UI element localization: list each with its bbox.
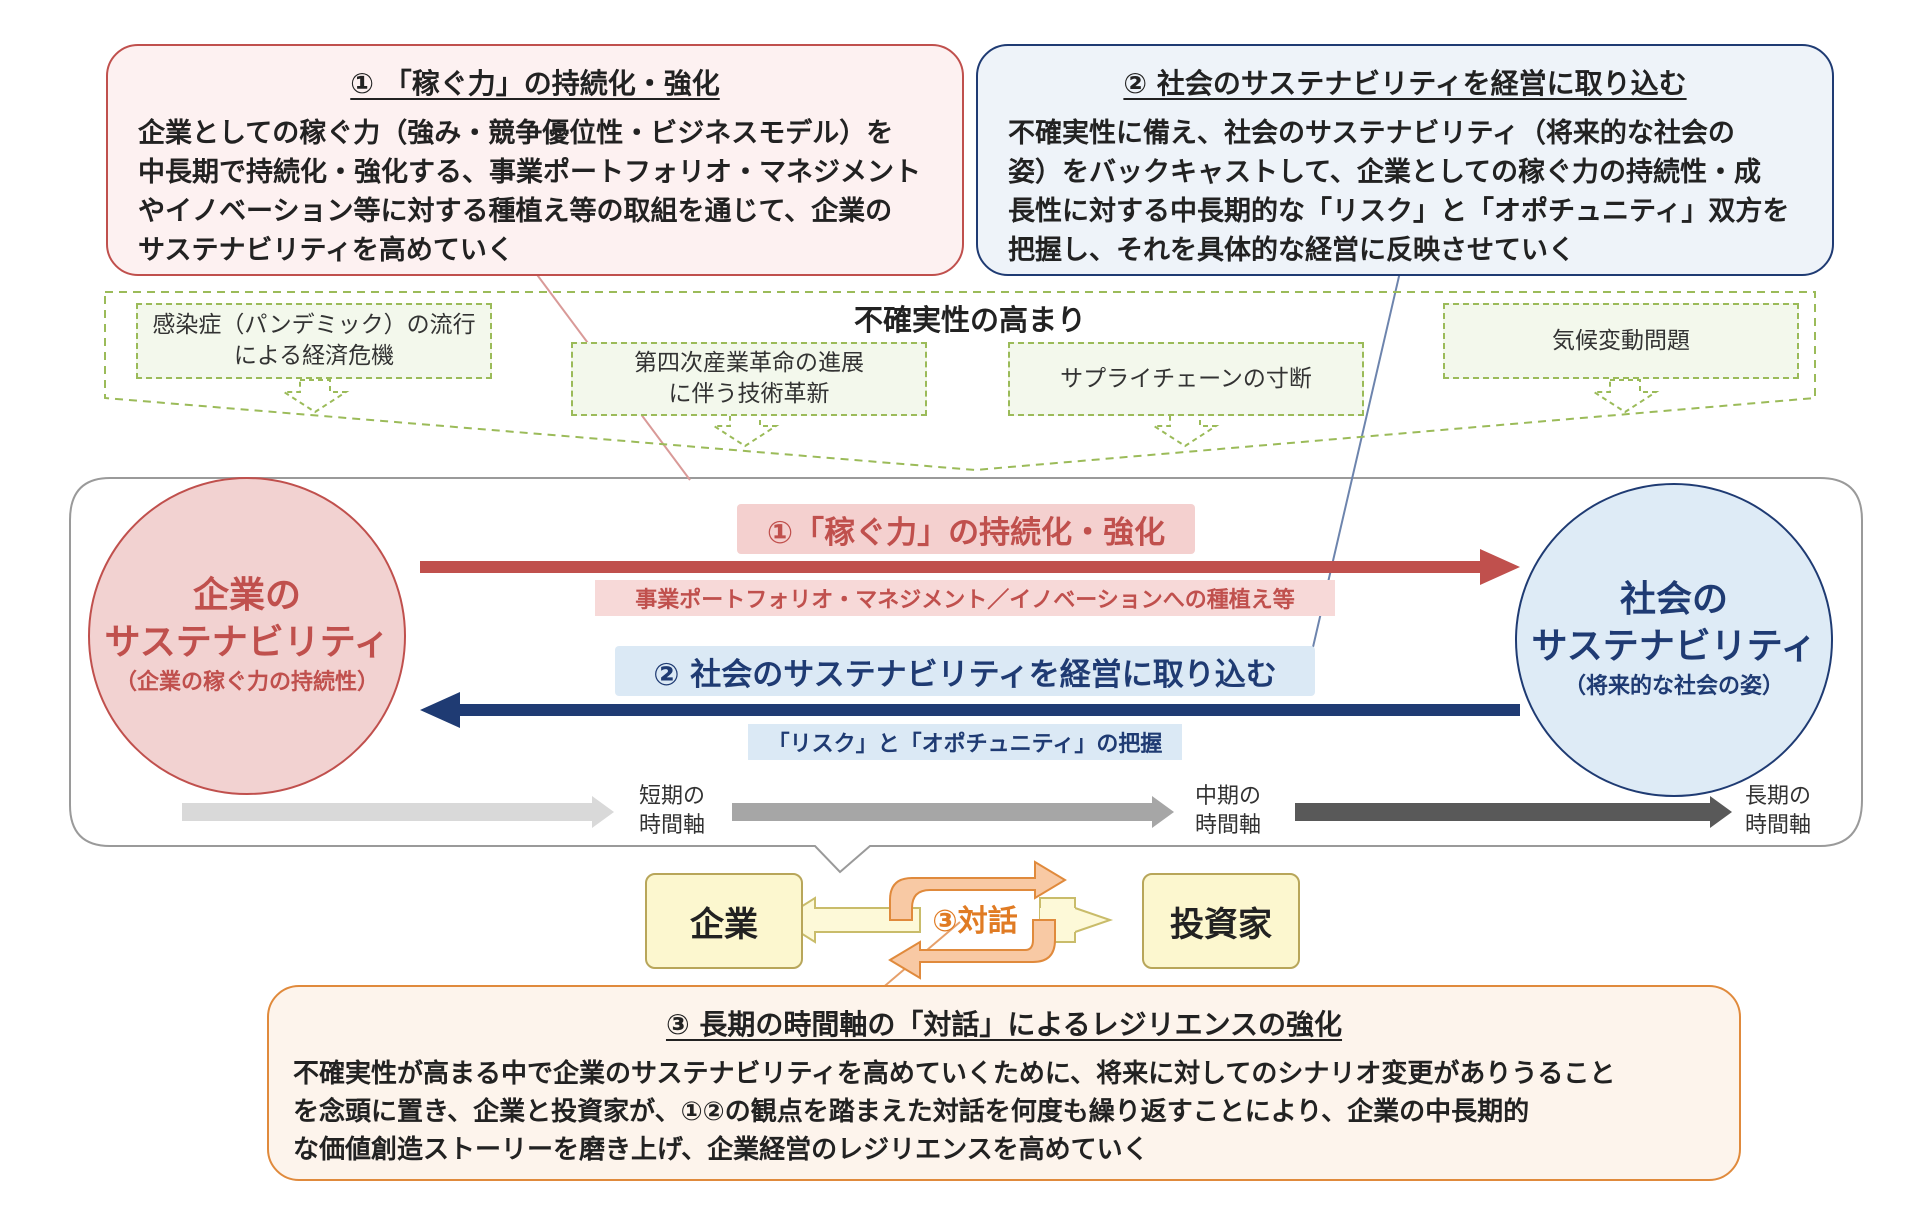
callout-social-sustainability-body: 不確実性に備え、社会のサステナビリティ（将来的な社会の 姿）をバックキャストして… bbox=[1008, 118, 1790, 266]
navy-arrow-shaft bbox=[455, 704, 1520, 716]
callout-dialogue-resilience-title: ③ 長期の時間軸の「対話」によるレジリエンスの強化 bbox=[665, 1008, 1343, 1041]
time-arrow-mid-shaft bbox=[732, 803, 1152, 821]
flow-social-label: ② 社会のサステナビリティを経営に取り込む bbox=[615, 646, 1315, 696]
company-circle-line2: サステナビリティ bbox=[104, 622, 390, 663]
callout-dialogue-resilience-body: 不確実性が高まる中で企業のサステナビリティを高めていくために、将来に対してのシナ… bbox=[293, 1059, 1616, 1165]
dialogue-cycle-arrow-bottom bbox=[888, 919, 1056, 980]
society-sustainability-circle: 社会の サステナビリティ （将来的な社会の姿） bbox=[1515, 483, 1833, 797]
navy-arrow-head bbox=[420, 692, 460, 728]
uncertainty-item-supply-chain: サプライチェーンの寸断 bbox=[1008, 342, 1364, 416]
company-sustainability-circle: 企業の サステナビリティ （企業の稼ぐ力の持続性） bbox=[88, 477, 406, 795]
timeline-long-label: 長期の時間軸 bbox=[1744, 784, 1811, 838]
callout-earning-power-title: ① 「稼ぐ力」の持続化・強化 bbox=[350, 67, 720, 100]
down-arrow-2 bbox=[710, 413, 780, 448]
society-circle-line1: 社会の bbox=[1619, 579, 1728, 620]
time-arrow-short-head bbox=[592, 796, 614, 828]
red-arrow-shaft bbox=[420, 561, 1485, 573]
society-circle-sub: （将来的な社会の姿） bbox=[1563, 674, 1784, 699]
flow-earning-power-label: ①「稼ぐ力」の持続化・強化 bbox=[737, 504, 1195, 554]
society-circle-line2: サステナビリティ bbox=[1531, 626, 1817, 667]
callout-earning-power: ① 「稼ぐ力」の持続化・強化 企業としての稼ぐ力（強み・競争優位性・ビジネスモデ… bbox=[106, 44, 964, 276]
dialogue-label: ③対話 bbox=[932, 904, 1018, 939]
company-circle-line1: 企業の bbox=[192, 575, 301, 616]
red-arrow-head bbox=[1480, 549, 1520, 585]
down-arrow-1 bbox=[280, 379, 350, 414]
callout-earning-power-body: 企業としての稼ぐ力（強み・競争優位性・ビジネスモデル）を 中長期で持続化・強化す… bbox=[138, 118, 921, 266]
down-arrow-3 bbox=[1150, 413, 1220, 448]
company-circle-sub: （企業の稼ぐ力の持続性） bbox=[114, 670, 379, 695]
company-box: 企業 bbox=[645, 873, 803, 969]
dialogue-cycle-arrow-top bbox=[889, 860, 1067, 921]
flow-earning-power-sub: 事業ポートフォリオ・マネジメント／イノベーションへの種植え等 bbox=[595, 580, 1335, 616]
down-arrow-4 bbox=[1590, 379, 1660, 414]
timeline-short-label: 短期の時間軸 bbox=[638, 784, 705, 838]
uncertainty-item-industrial-revolution: 第四次産業革命の進展に伴う技術革新 bbox=[571, 342, 927, 416]
callout-dialogue-resilience: ③ 長期の時間軸の「対話」によるレジリエンスの強化 不確実性が高まる中で企業のサ… bbox=[267, 985, 1741, 1181]
time-arrow-short-shaft bbox=[182, 803, 592, 821]
time-arrow-long-shaft bbox=[1295, 803, 1710, 821]
uncertainty-title: 不確実性の高まり bbox=[853, 303, 1086, 337]
time-arrow-long-head bbox=[1710, 796, 1732, 828]
uncertainty-item-climate: 気候変動問題 bbox=[1443, 303, 1799, 379]
uncertainty-funnel bbox=[104, 291, 1816, 472]
flow-social-sub: 「リスク」と「オポチュニティ」の把握 bbox=[748, 724, 1182, 760]
callout-social-sustainability-title: ② 社会のサステナビリティを経営に取り込む bbox=[1123, 67, 1687, 100]
timeline-mid-label: 中期の時間軸 bbox=[1194, 784, 1261, 838]
time-arrow-mid-head bbox=[1152, 796, 1174, 828]
uncertainty-item-pandemic: 感染症（パンデミック）の流行による経済危機 bbox=[136, 303, 492, 379]
investor-box: 投資家 bbox=[1142, 873, 1300, 969]
callout-social-sustainability: ② 社会のサステナビリティを経営に取り込む 不確実性に備え、社会のサステナビリテ… bbox=[976, 44, 1834, 276]
